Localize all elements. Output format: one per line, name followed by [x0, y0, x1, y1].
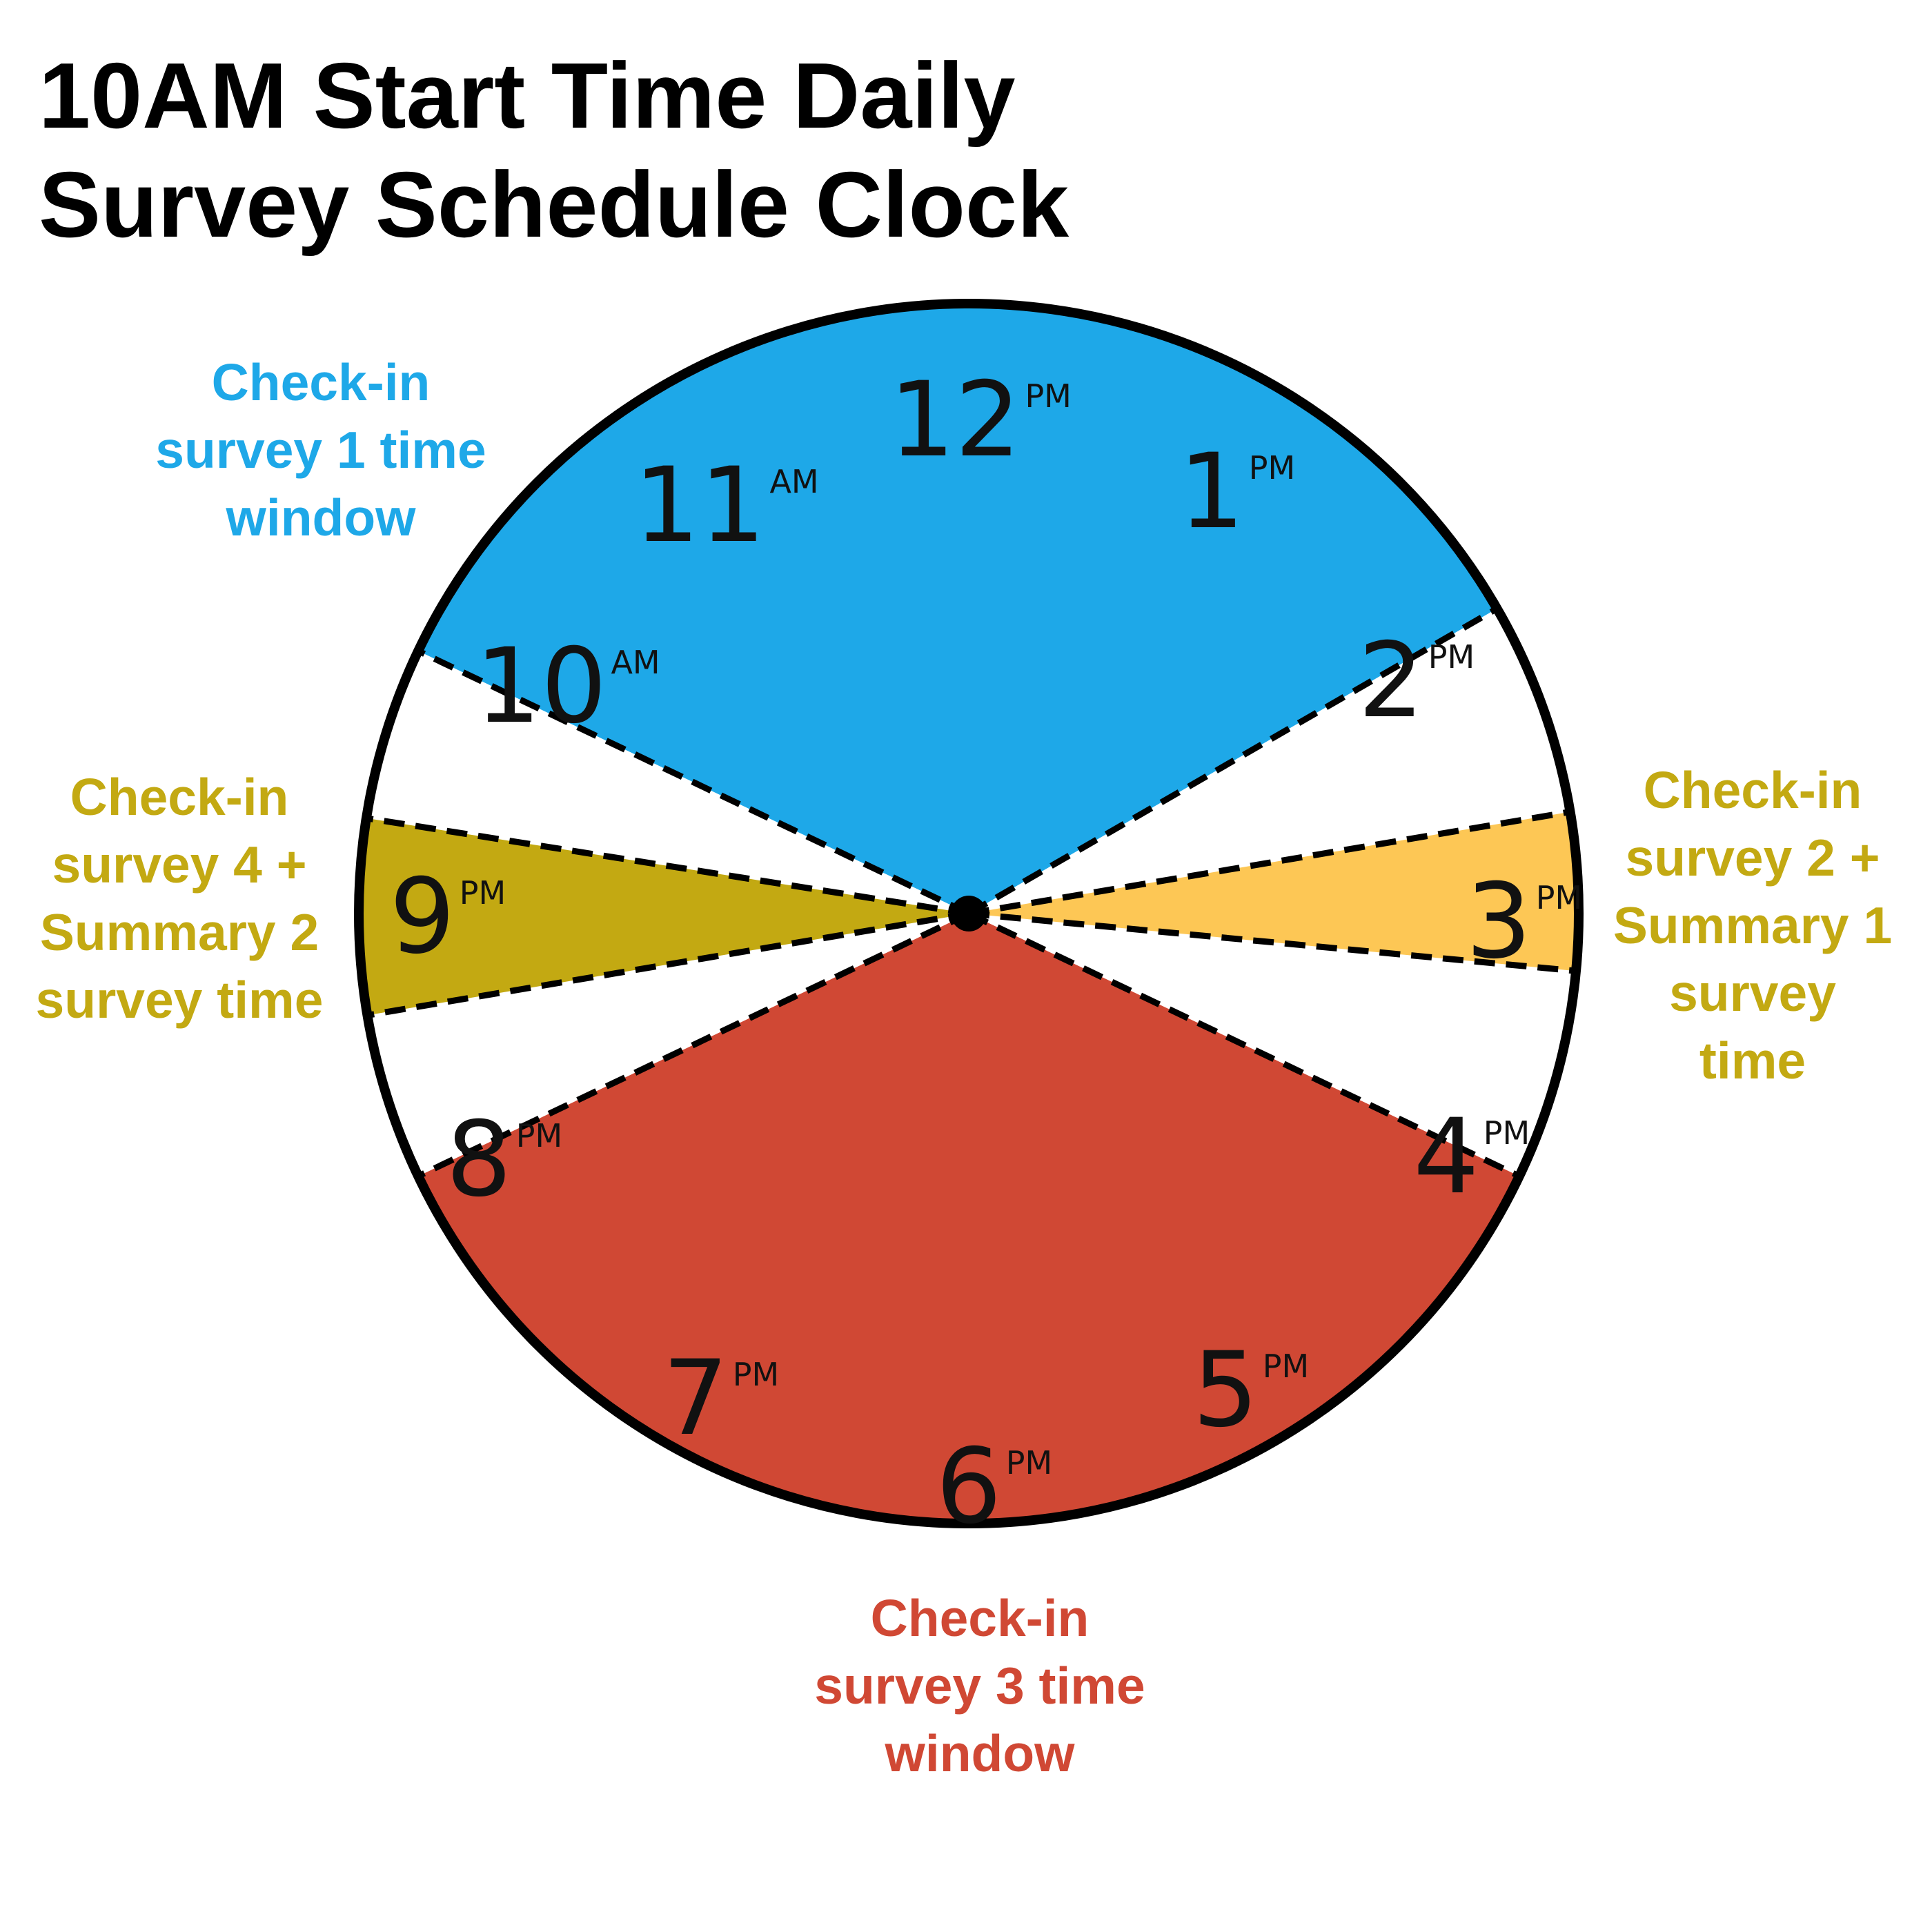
page-title: 10AM Start Time Daily Survey Schedule Cl… — [39, 41, 1069, 259]
callout-survey-3-line: window — [885, 1724, 1075, 1782]
hour-number: 1 — [1179, 432, 1244, 552]
hour-suffix: PM — [1249, 449, 1295, 486]
callout-survey-4-line: survey time — [35, 971, 324, 1029]
hour-number: 11 — [634, 446, 766, 566]
hour-number: 7 — [662, 1339, 728, 1459]
hour-suffix: PM — [1428, 638, 1475, 676]
callout-survey-3-line: survey 3 time — [814, 1657, 1145, 1715]
boundary-line-survey1-window-start — [417, 648, 970, 917]
boundary-line-survey3-window-end — [417, 910, 970, 1179]
callout-survey-2: Check-in survey 2 + Summary 1 survey tim… — [1594, 756, 1911, 1094]
clock-center-dot — [951, 896, 987, 931]
callout-survey-2-line: Check-in — [1643, 761, 1862, 819]
callout-survey-1-line: window — [226, 489, 416, 546]
title-line-2: Survey Schedule Clock — [39, 152, 1070, 257]
hour-suffix: PM — [1263, 1348, 1309, 1385]
sector-survey2-time — [969, 811, 1579, 972]
boundary-line-survey2-time-end — [968, 910, 1577, 974]
clock-face-outline — [354, 299, 1584, 1528]
hour-number: 5 — [1192, 1330, 1258, 1450]
hour-number: 10 — [475, 627, 607, 747]
callout-survey-1: Check-in survey 1 time window — [117, 348, 524, 551]
sector-survey3-window — [418, 914, 1519, 1524]
callout-survey-3-line: Check-in — [870, 1589, 1090, 1647]
callout-survey-2-line: survey — [1669, 964, 1836, 1022]
boundary-line-survey2-time-start — [968, 809, 1571, 917]
sectors-layer — [359, 304, 1579, 1524]
hour-suffix: PM — [1536, 879, 1582, 916]
hour-number: 4 — [1413, 1097, 1479, 1217]
callout-survey-4-line: Check-in — [70, 768, 289, 826]
callout-survey-2-line: Summary 1 — [1613, 896, 1893, 954]
hour-number: 6 — [936, 1427, 1001, 1547]
hour-suffix: PM — [1025, 377, 1071, 415]
hour-suffix: AM — [611, 644, 660, 681]
callout-survey-4: Check-in survey 4 + Summary 2 survey tim… — [7, 763, 352, 1034]
title-line-1: 10AM Start Time Daily — [39, 43, 1016, 148]
boundary-line-survey3-window-start — [967, 910, 1521, 1179]
callout-survey-2-line: time — [1699, 1032, 1806, 1090]
sector-survey4-time — [359, 818, 969, 1016]
hour-suffix: AM — [769, 463, 818, 500]
hour-suffix: PM — [733, 1356, 779, 1393]
hour-number: 8 — [446, 1100, 511, 1220]
hour-number: 9 — [389, 857, 455, 977]
hour-suffix: PM — [516, 1117, 562, 1154]
boundary-line-survey4-time-end — [366, 815, 969, 917]
hour-number: 2 — [1358, 621, 1423, 741]
callout-survey-2-line: survey 2 + — [1625, 829, 1880, 887]
callout-survey-1-line: Check-in — [211, 353, 431, 411]
boundary-line-survey4-time-start — [366, 910, 969, 1018]
callout-survey-3: Check-in survey 3 time window — [766, 1584, 1194, 1787]
callout-survey-4-line: Summary 2 — [39, 903, 319, 961]
hour-number: 12 — [889, 360, 1021, 480]
hour-suffix: PM — [1483, 1114, 1530, 1152]
callout-survey-1-line: survey 1 time — [155, 421, 486, 479]
hour-suffix: PM — [1006, 1444, 1052, 1481]
hour-number: 3 — [1466, 862, 1531, 982]
boundary-lines — [366, 606, 1577, 1179]
boundary-line-survey1-window-end — [967, 606, 1499, 916]
callout-survey-4-line: survey 4 + — [52, 836, 307, 894]
hour-suffix: PM — [460, 874, 506, 911]
